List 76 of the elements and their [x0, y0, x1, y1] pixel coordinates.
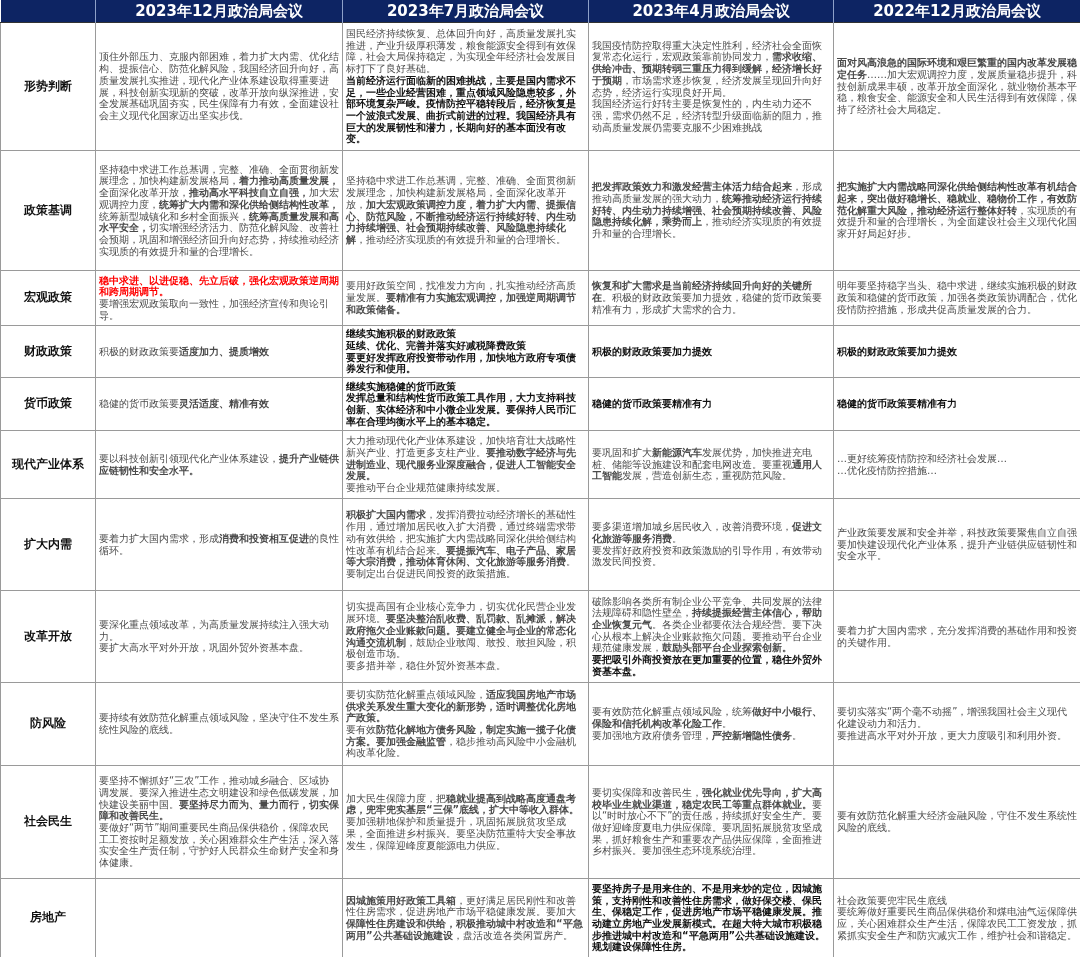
- cell-text: 要切实防范化解重点领域风险，适应我国房地产市场供求关系发生重大变化的新形势，适时调整优化房地产政策。: [346, 688, 577, 724]
- cell-text: 要多渠道增加城乡居民收入，改善消费环境，促进文化旅游等服务消费。: [592, 521, 823, 545]
- cell-text: 要用好政策空间，找准发力方向，扎实推动经济高质量发展。要精准有力实施宏观调控，加强逆周期调节和政策储备。: [346, 280, 577, 316]
- cell-text: 要扩大高水平对外开放，巩固外贸外资基本盘。: [99, 642, 310, 655]
- cell-text: 要做好“两节”期间重要民生商品保供稳价，保障农民工工资按时足额发放，关心困难群众生产生活，深入落实安全生产责任制，守护好人民群众生命财产安全和身体健康。: [99, 822, 339, 869]
- cell-text: 要加快建设现代化产业体系，提升产业链供应链韧性和安全水平。: [837, 538, 1077, 563]
- cell-text: 要坚持房子是用来住的、不是用来炒的定位，因城施策，支持刚性和改善性住房需求，做好保交楼、保民生、保稳定工作，促进房地产市场平稳健康发展。推动建立房地产业发展新模式。在超大特大城市积极稳步推进城中村改造和“平急两用”公共基础设施建设。规划建设保障性住房。: [592, 882, 827, 954]
- cell-text: 要加强地方政府债务管理，严控新增隐性债务。: [592, 729, 803, 742]
- row-header: 改革开放: [0, 590, 96, 683]
- cell-text: 要有效防范化解重点领域风险，统筹做好中小银行、保险和信托机构改革化险工作。: [592, 706, 823, 730]
- cell-text: 要切实落实“两个毫不动摇”，增强我国社会主义现代化建设动力和活力。: [837, 706, 1069, 730]
- cell-text: 破除影响各类所有制企业公平竞争、共同发展的法律法规障碍和隐性壁垒，持续提振经营主体信心，帮助企业恢复元气。各类企业都要依法合规经营。要下决心从根本上解决企业账款拖欠问题。要推动平台企业规范健康发展，鼓励头部平台企业探索创新。: [592, 595, 823, 654]
- cell-text: 要增强宏观政策取向一致性，加强经济宣传和舆论引导。: [99, 298, 330, 322]
- cell-text: 稳健的货币政策要精准有力: [837, 398, 958, 410]
- cell-text: 明年要坚持稳字当头、稳中求进，继续实施积极的财政政策和稳健的货币政策，加强各类政策协调配合，优化疫情防控措施，形成共促高质量发展的合力。: [837, 280, 1077, 316]
- cell-text: 当前经济运行面临新的困难挑战，主要是国内需求不足，一些企业经营困难，重点领域风险隐患较多，外部环境复杂严峻。疫情防控平稳转段后，经济恢复是一个波浪式发展、曲折式前进的过程。我国经济具有巨大的发展韧性和潜力，长期向好的基本面没有改变。: [346, 74, 577, 145]
- cell-text: 要有效防范化解地方债务风险，制定实施一揽子化债方案。要加强金融监管，稳步推动高风险中小金融机构改革化险。: [346, 724, 577, 760]
- row-header: 扩大内需: [0, 498, 96, 591]
- cell-text: 要深化重点领域改革，为高质量发展持续注入强大动力。: [99, 618, 330, 642]
- cell-text: 要发挥好政府投资和政策激励的引导作用，有效带动激发民间投资。: [592, 544, 823, 568]
- cell-text: 因城施策用好政策工具箱，更好满足居民刚性和改善性住房需求，促进房地产市场平稳健康发展。要加大保障性住房建设和供给，积极推动城中村改造和“平急两用”公共基础设施建设，盘活改造各类闲置房产。: [346, 894, 584, 942]
- cell-text: 把发挥政策效力和激发经营主体活力结合起来，形成推动高质量发展的强大动力，统筹推动经济运行持续好转、内生动力持续增强、社会预期持续改善、风险隐患持续化解，乘势而上，推动经济实现质的有效提升和量的合理增长。: [592, 181, 823, 240]
- cell-text: 顶住外部压力、克服内部困难，着力扩大内需、优化结构、提振信心、防范化解风险，我国经济回升向好，高质量发展扎实推进，现代化产业体系建设取得重要进展，科技创新实现新的突破，改革开放向纵深推进，安全发展基础巩固夯实，民生保障有力有效，全面建设社会主义现代化国家迈出坚实步伐。: [99, 51, 339, 122]
- cell-text: 我国疫情防控取得重大决定性胜利，经济社会全面恢复常态化运行，宏观政策靠前协同发力，需求收缩、供给冲击、预期转弱三重压力得到缓解，经济增长好于预期，市场需求逐步恢复，经济发展呈现回升向好态势，经济运行实现良好开局。: [592, 39, 823, 98]
- cell-text: 社会政策要兜牢民生底线: [837, 894, 948, 907]
- cell-text: 积极的财政政策要加力提效: [592, 345, 713, 358]
- column-header: 2023年12月政治局会议: [95, 0, 343, 23]
- cell-text: 坚持稳中求进工作总基调，完整、准确、全面贯彻新发展理念，加快构建新发展格局，着力推动高质量发展，全面深化改革开放，推动高水平科技自立自强，加大宏观调控力度，统筹扩大内需和深化供给侧结构性改革，统筹新型城镇化和乡村全面振兴，统筹高质量发展和高水平安全，切实增强经济活力、防范化解风险、改善社会预期，巩固和增强经济回升向好态势，持续推动经济实现质的有效提升和量的合理增长。: [99, 163, 339, 258]
- cell-text: 要持续有效防范化解重点领域风险，坚决守住不发生系统性风险的底线。: [99, 712, 339, 736]
- cell-text: 要更好发挥政府投资带动作用，加快地方政府专项债券发行和使用。: [346, 351, 577, 375]
- cell-text: 要多措并举，稳住外贸外资基本盘。: [346, 659, 507, 672]
- column-header: 2023年7月政治局会议: [342, 0, 589, 23]
- cell-text: 稳健的货币政策要精准有力: [592, 398, 713, 410]
- cell-text: 要有效防范化解重大经济金融风险，守住不发生系统性风险的底线。: [837, 810, 1077, 834]
- cell-text: 积极的财政政策要加力提效: [837, 345, 958, 358]
- row-header: 货币政策: [0, 377, 96, 431]
- cell-text: 产业政策要发展和安全并举，科技政策要聚焦自立自强: [837, 526, 1077, 539]
- row-header: 房地产: [0, 878, 96, 957]
- row-header: 社会民生: [0, 765, 96, 879]
- cell-text: 稳中求进、以进促稳、先立后破，强化宏观政策逆周期和跨周期调节。: [99, 274, 339, 298]
- cell-text: 发挥总量和结构性货币政策工具作用，大力支持科技创新、实体经济和中小微企业发展。要保持人民币汇率在合理均衡水平上的基本稳定。: [346, 392, 577, 428]
- cell-text: 继续实施稳健的货币政策: [346, 380, 456, 393]
- cell-text: …优化疫情防控措施…: [837, 464, 938, 477]
- cell-text: 要推进高水平对外开放，更大力度吸引和利用外资。: [837, 729, 1068, 742]
- cell-text: 要推动平台企业规范健康持续发展。: [346, 482, 507, 494]
- cell-text: 切实提高国有企业核心竞争力，切实优化民营企业发展环境。要坚决整治乱收费、乱罚款、乱摊派，解决政府拖欠企业账款问题。要建立健全与企业的常态化沟通交流机制，鼓励企业敢闯、敢投、敢担风险，积极创造市场。: [346, 601, 577, 660]
- cell-text: 要着力扩大国内需求，充分发挥消费的基础作用和投资的关键作用。: [837, 624, 1077, 649]
- cell-text: 我国经济运行好转主要是恢复性的，内生动力还不强，需求仍然不足，经济转型升级面临新的阻力，推动高质量发展仍需要克服不少困难挑战: [592, 98, 823, 134]
- cell-text: 继续实施积极的财政政策: [346, 328, 457, 340]
- cell-text: 稳健的货币政策要灵活适度、精准有效: [99, 398, 270, 410]
- cell-text: 把实施扩大内需战略同深化供给侧结构性改革有机结合起来，突出做好稳增长、稳就业、稳物价工作，有效防范化解重大风险，推动经济运行整体好转，实现质的有效提升和量的合理增长，为全面建设社会主义现代化国家开好局起好步。: [837, 181, 1077, 240]
- cell-text: 国民经济持续恢复、总体回升向好，高质量发展扎实推进，产业升级厚积薄发，粮食能源安全得到有效保障，社会大局保持稳定，为实现全年经济社会发展目标打下了良好基础。: [346, 28, 577, 75]
- row-header: 财政政策: [0, 325, 96, 378]
- cell-text: 要统筹做好重要民生商品保供稳价和煤电油气运保障供应，关心困难群众生产生活，保障农民工工资发放，抓紧抓实安全生产和防灾减灾工作，维护社会和谐稳定。: [837, 906, 1077, 942]
- cell-text: 要切实保障和改善民生，强化就业优先导向，扩大高校毕业生就业渠道，稳定农民工等重点群体就业。要以“时时放心不下”的责任感，持续抓好安全生产。要做好迎峰度夏电力供应保障。要巩固拓展脱贫攻坚成果，抓好粮食生产和重要农产品供应保障，全面推进乡村振兴。要加强生态环境系统治理。: [592, 786, 824, 858]
- cell-text: 要把吸引外商投资放在更加重要的位置，稳住外贸外资基本盘。: [592, 654, 823, 678]
- column-header: 2022年12月政治局会议: [833, 0, 1080, 23]
- cell-text: 加大民生保障力度，把稳就业提高到战略高度通盘考虑，兜牢兜实基层“三保”底线，扩大中等收入群体。要加强耕地保护和质量提升，巩固拓展脱贫攻坚成果，全面推进乡村振兴。要坚决防范重特大安全事故发生，保障迎峰度夏能源电力供应。: [346, 792, 581, 852]
- cell-text: 恢复和扩大需求是当前经济持续回升向好的关键所在。积极的财政政策要加力提效，稳健的货币政策要精准有力，形成扩大需求的合力。: [592, 280, 823, 316]
- cell-text: 要着力扩大国内需求，形成消费和投资相互促进的良性循环。: [99, 532, 339, 557]
- cell-text: …更好统筹疫情防控和经济社会发展…: [837, 452, 1008, 465]
- row-header: 形势判断: [0, 22, 96, 151]
- cell-text: 延续、优化、完善并落实好减税降费政策: [346, 339, 526, 351]
- cell-text: 坚持稳中求进工作总基调，完整、准确、全面贯彻新发展理念，加快构建新发展格局，全面深化改革开放，加大宏观政策调控力度，着力扩大内需、提振信心、防范风险，不断推动经济运行持续好转、内生动力持续增强、社会预期持续改善、风险隐患持续化解，推动经济实现质的有效提升和量的合理增长。: [346, 175, 577, 246]
- cell-text: 大力推动现代化产业体系建设，加快培育壮大战略性新兴产业、打造更多支柱产业。要推动数字经济与先进制造业、现代服务业深度融合，促进人工智能安全发展。: [346, 435, 577, 482]
- cell-text: 积极的财政政策要适度加力、提质增效: [99, 345, 270, 358]
- cell-text: 积极扩大国内需求，发挥消费拉动经济增长的基础性作用，通过增加居民收入扩大消费，通过终端需求带动有效供给，把实施扩大内需战略同深化供给侧结构性改革有机结合起来。要提振汽车、电子产品、家居等大宗消费，推动体育休闲、文化旅游等服务消费。要制定出台促进民间投资的政策措施。: [346, 509, 577, 580]
- column-header: 2023年4月政治局会议: [588, 0, 834, 23]
- row-header: 宏观政策: [0, 270, 96, 326]
- cell-text: 面对风高浪急的国际环境和艰巨繁重的国内改革发展稳定任务……加大宏观调控力度，发展质量稳步提升，科技创新成果丰硕，改革开放全面深化，就业物价基本平稳，粮食安全、能源安全和人民生活得到有效保障，保持了经济社会大局稳定。: [837, 57, 1077, 116]
- cell-text: 要坚持不懈抓好“三农”工作，推动城乡融合、区域协调发展。要深入推进生态文明建设和绿色低碳发展，加快建设美丽中国。要坚持尽力而为、量力而行，切实保障和改善民生。: [99, 775, 339, 822]
- row-header: 政策基调: [0, 150, 96, 271]
- cell-text: 要以科技创新引领现代化产业体系建设，提升产业链供应链韧性和安全水平。: [99, 452, 339, 477]
- cell-text: 要巩固和扩大新能源汽车发展优势，加快推进充电桩、储能等设施建设和配套电网改造。要重视通用人工智能发展，营造创新生态，重视防范风险。: [592, 446, 823, 483]
- row-header: 现代产业体系: [0, 430, 96, 499]
- row-header: 防风险: [0, 682, 96, 766]
